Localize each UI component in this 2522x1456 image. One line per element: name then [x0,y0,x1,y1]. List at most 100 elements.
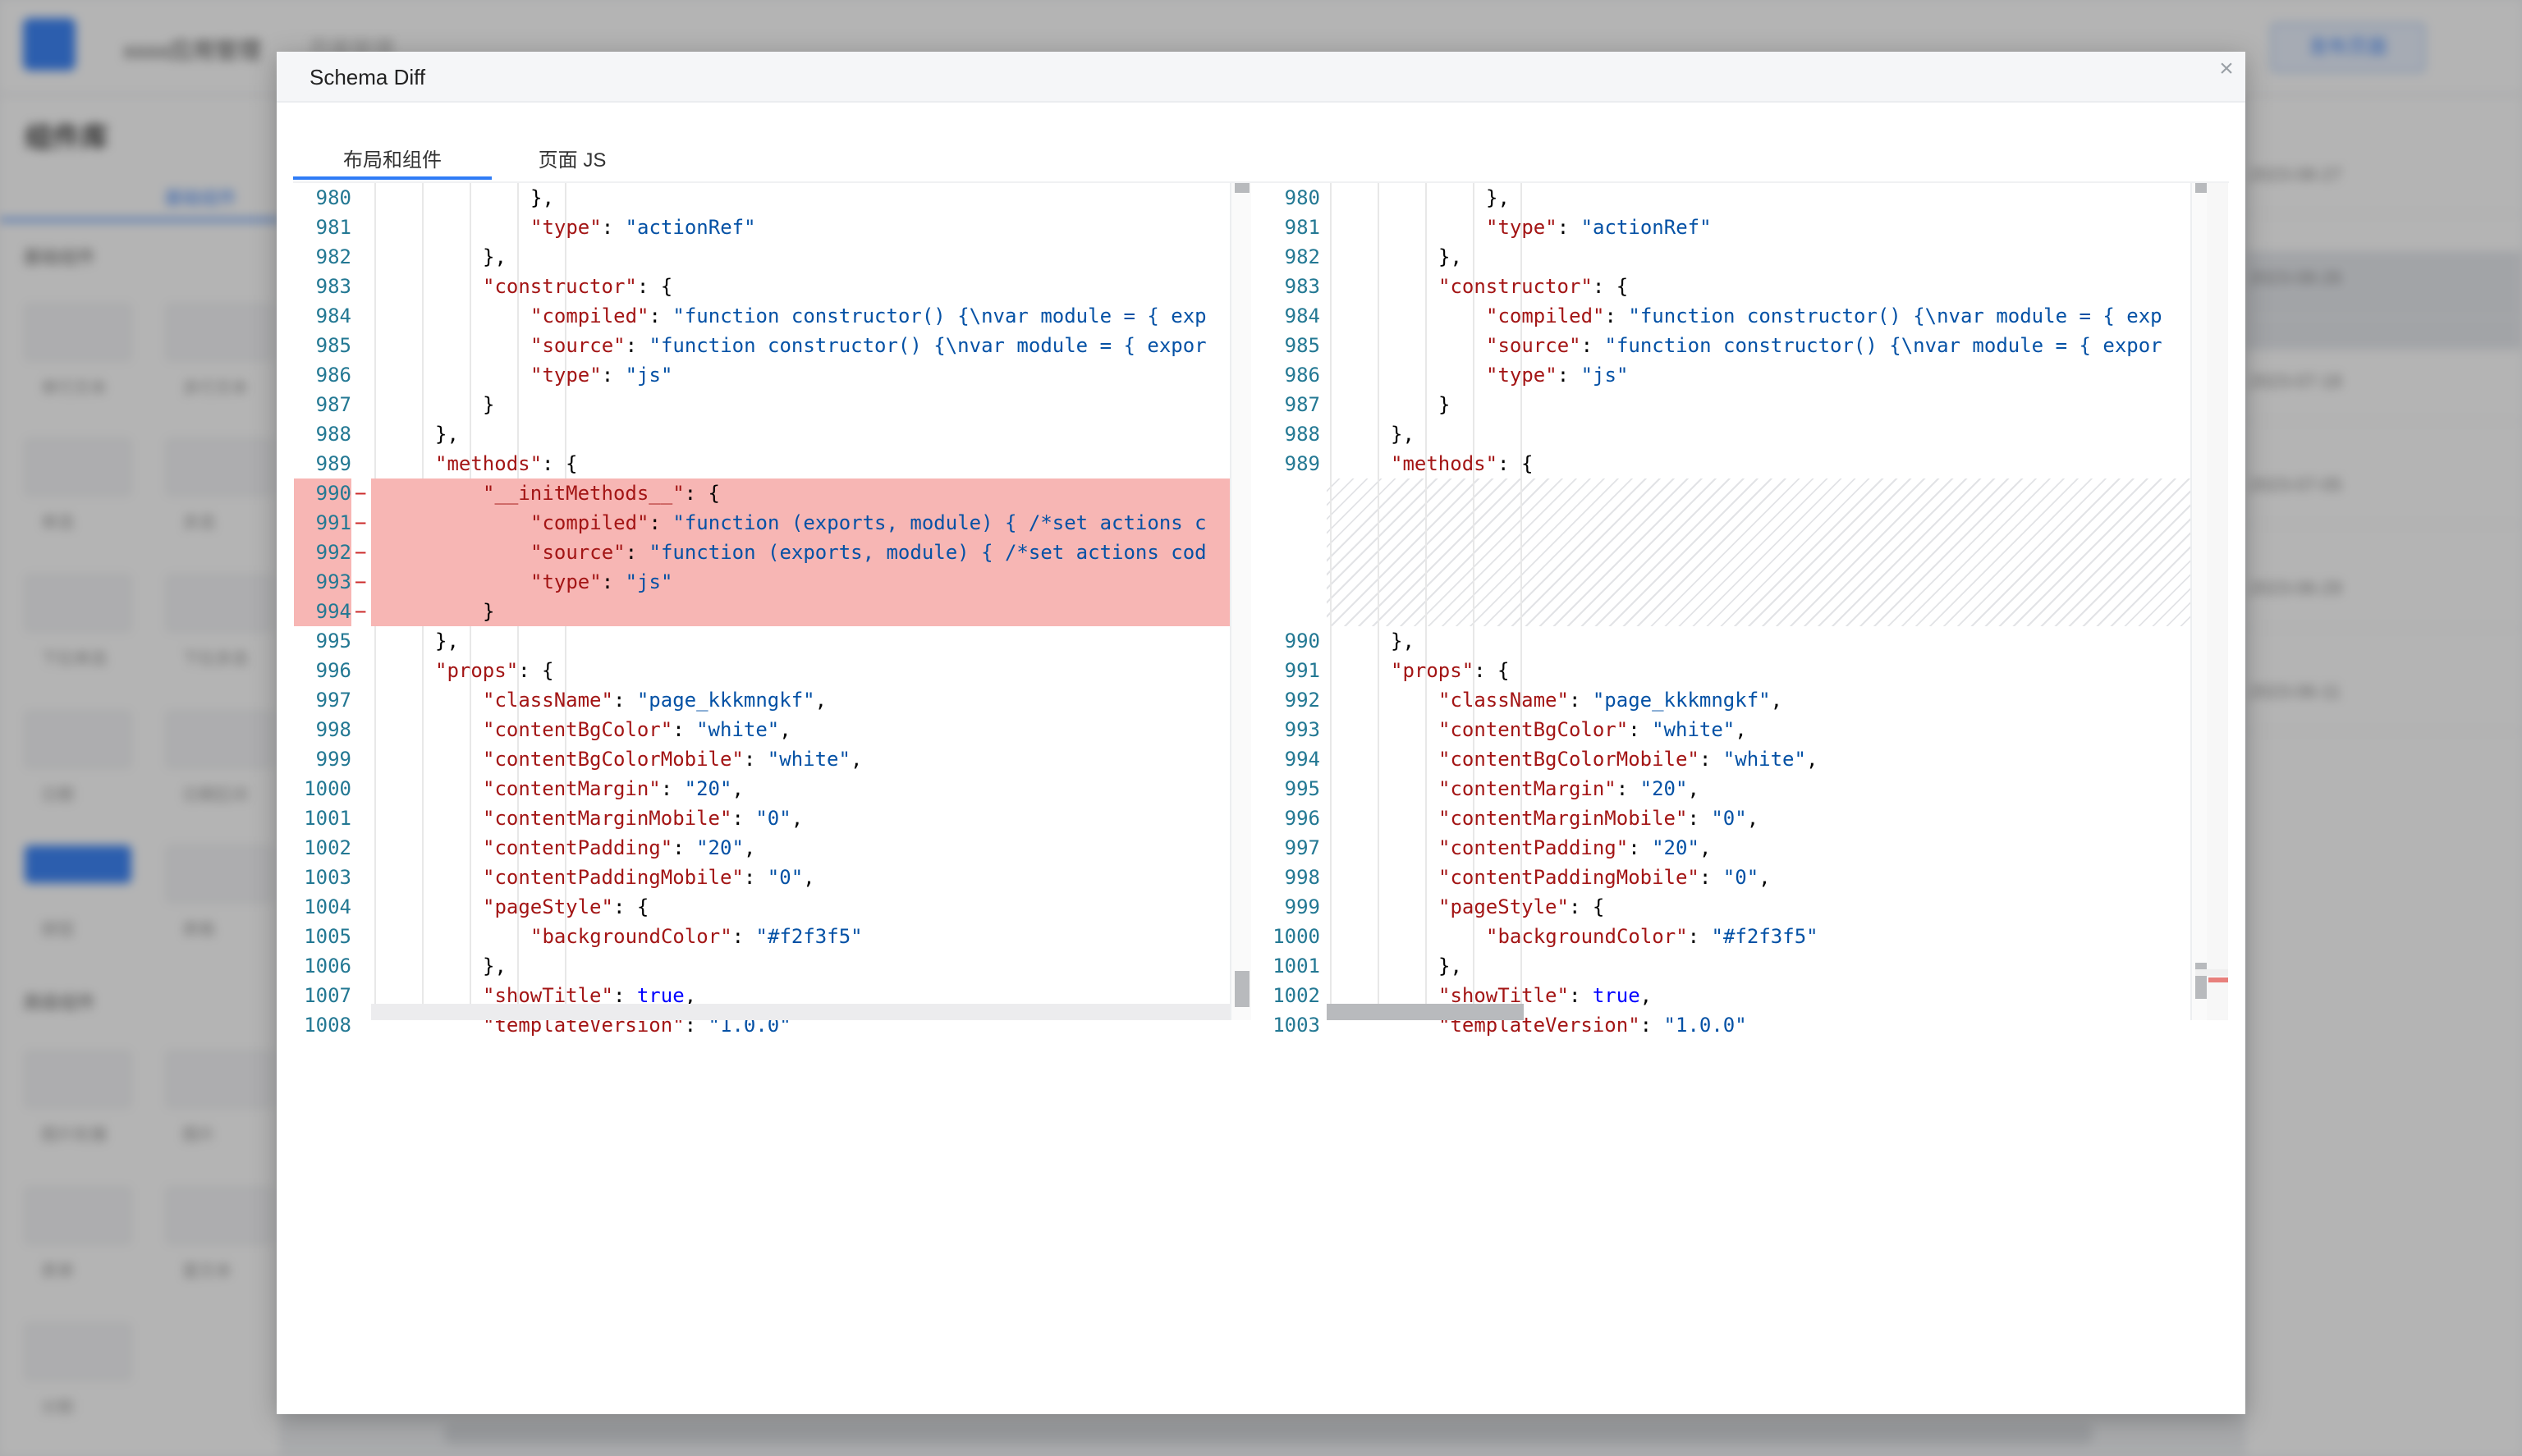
original-scroll-thumb[interactable] [1235,971,1250,1007]
modified-horizontal-scrollbar[interactable] [1327,1004,1524,1020]
code-token: "contentBgColorMobile" [1438,748,1699,771]
line-number: 990 [1254,626,1320,656]
code-token: : { [542,452,578,475]
line-number-text: 1006 [304,955,351,978]
line-number: 984 [294,301,351,331]
overview-viewport [2195,969,2228,976]
diff-overview-ruler[interactable] [2195,183,2228,1020]
code-token: "white" [696,718,780,741]
component-tile-label: 图片 [182,1126,215,1144]
code-token: } [483,600,495,623]
code-line: "type": "js" [371,360,1251,390]
line-number: 1001 [1254,951,1320,981]
line-number-text: 988 [1284,423,1320,446]
code-line-content: "type": "js" [1486,360,1628,390]
code-token: "props" [435,659,519,682]
component-tile[interactable] [166,575,273,632]
history-row-divider [2249,420,2520,422]
line-number: 984 [1254,301,1320,331]
code-token: "function (exports, module) { /*set acti… [672,511,1207,534]
code-token: : [601,570,626,593]
component-tile[interactable] [166,304,273,361]
component-tile[interactable] [166,711,273,768]
line-number: 987 [1254,390,1320,419]
component-tile[interactable] [25,1323,131,1380]
code-line: "type": "js" [1327,360,2228,390]
code-token: , [1759,866,1771,889]
code-line-content: }, [435,419,459,449]
line-number [1254,538,1320,567]
code-line: "contentPaddingMobile": "0", [1327,863,2228,892]
code-line-content: "contentPadding": "20", [483,833,755,863]
modified-scroll-thumb-top[interactable] [2195,183,2210,193]
code-token: "contentMarginMobile" [1438,807,1688,830]
component-tile[interactable] [25,1051,131,1108]
component-tile-label: 富文本 [182,1262,232,1280]
code-line: "compiled": "function constructor() {\nv… [1327,301,2228,331]
component-tile[interactable] [25,845,131,883]
publish-button[interactable]: 发布页面 [2271,23,2425,72]
code-token: "0" [755,807,791,830]
line-number-text: 991 [315,511,351,534]
code-line: }, [1327,419,2228,449]
code-token: "contentMarginMobile" [483,807,732,830]
component-tile[interactable] [25,438,131,496]
line-number: 985 [1254,331,1320,360]
line-number-text: 986 [315,364,351,387]
component-tile-label: 按钮 [41,921,74,939]
line-number-text: 1001 [304,807,351,830]
code-line-content: }, [1438,951,1462,981]
code-line-content: "contentBgColor": "white", [483,715,791,744]
code-token: : { [684,482,720,505]
line-number-text: 999 [1284,895,1320,918]
original-scroll-thumb-top[interactable] [1235,183,1250,193]
line-number-text: 1005 [304,925,351,948]
sidebar-tab[interactable]: 基础组件 [164,188,237,208]
code-line: }, [371,183,1251,213]
code-token: , [684,984,697,1007]
component-tile-label: 日期区间 [182,786,248,804]
code-line: "compiled": "function constructor() {\nv… [371,301,1251,331]
code-token: , [1746,807,1759,830]
component-tile[interactable] [166,438,273,496]
code-token: , [803,866,815,889]
line-number: 998 [1254,863,1320,892]
line-number-text: 1007 [304,984,351,1007]
code-token: "page_kkkmngkf" [1592,689,1771,712]
tab-page-js[interactable]: 页面 JS [538,149,607,172]
line-number-text: 988 [315,423,351,446]
component-tile[interactable] [166,1187,273,1244]
original-horizontal-scrollbar[interactable] [371,1004,1230,1020]
code-line: "source": "function constructor() {\nvar… [1327,331,2228,360]
component-tile[interactable] [25,304,131,361]
code-token: : [601,364,626,387]
line-number: 992 [1254,685,1320,715]
component-tile[interactable] [25,711,131,768]
code-token: "props" [1391,659,1474,682]
original-code[interactable]: },"type": "actionRef"},"constructor": {"… [371,183,1251,1037]
code-token: "#f2f3f5" [755,925,863,948]
component-tile-label: 分割 [41,1399,74,1417]
code-line: "contentBgColor": "white", [371,715,1251,744]
close-icon[interactable]: × [2219,55,2234,82]
code-line-content: "className": "page_kkkmngkf", [483,685,827,715]
modified-code[interactable]: },"type": "actionRef"},"constructor": {"… [1327,183,2228,1037]
code-line-content: "methods": { [1391,449,1533,478]
code-line-content: }, [483,951,507,981]
tab-layout-components[interactable]: 布局和组件 [293,127,492,180]
component-tile[interactable] [166,845,273,903]
component-tile[interactable] [25,575,131,632]
code-token: } [483,393,495,416]
line-number-text: 1008 [304,1014,351,1037]
code-line-content: "source": "function constructor() {\nvar… [530,331,1207,360]
component-tile-label: 单选 [41,514,74,532]
component-tile[interactable] [25,1187,131,1244]
line-number-text: 995 [1284,777,1320,800]
code-token: "function constructor() {\nvar module = … [649,334,1207,357]
line-number: 1002 [294,833,351,863]
original-vertical-scrollbar[interactable] [1230,183,1251,1020]
component-tile[interactable] [166,1051,273,1108]
